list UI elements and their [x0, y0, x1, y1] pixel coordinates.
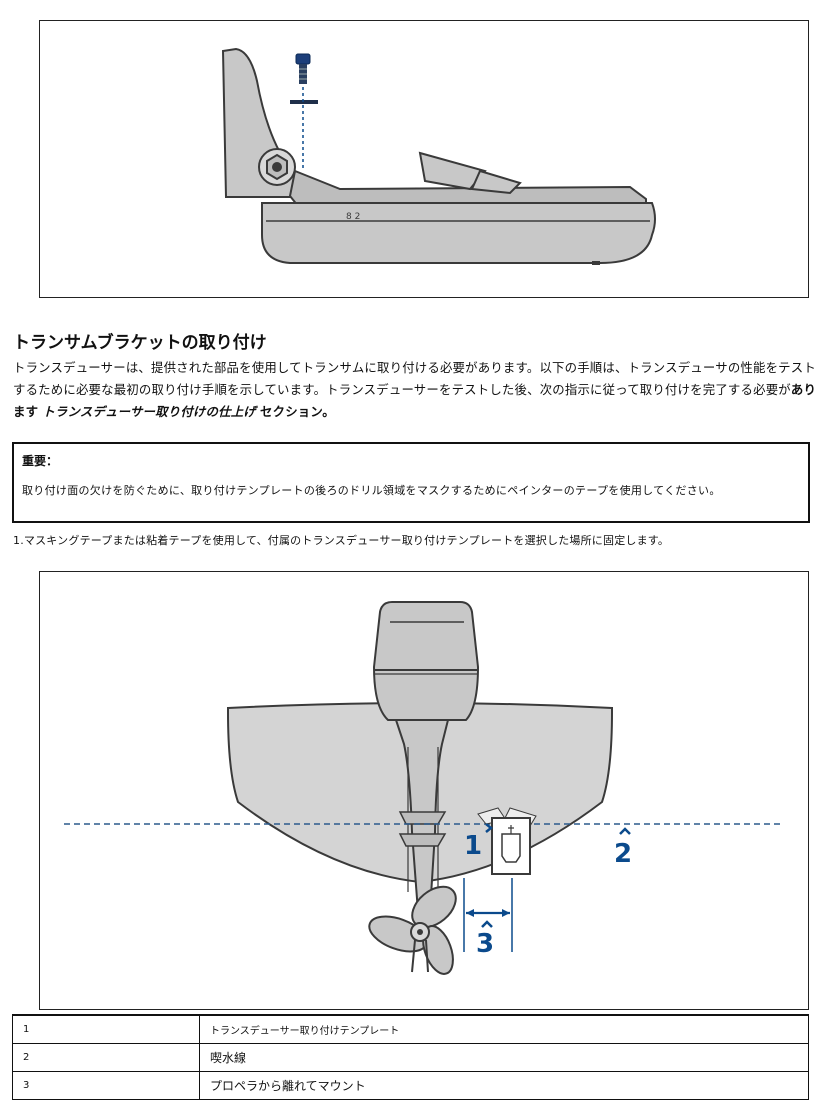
legend-desc: 喫水線	[199, 1043, 809, 1072]
section-title: トランサムブラケットの取り付け	[13, 333, 267, 353]
important-title: 重要：	[22, 454, 59, 468]
template-placement-figure: 1 2 3	[39, 571, 809, 1010]
legend-desc: トランスデューサー取り付けテンプレート	[199, 1014, 809, 1044]
callout-1: 1	[464, 831, 482, 861]
intro-text: トランスデューサーは、提供された部品を使用してトランサムに取り付ける必要がありま…	[13, 360, 816, 397]
intro-section-link: トランスデューサー取り付けの仕上げ	[42, 404, 256, 419]
table-row: 1 トランスデューサー取り付けテンプレート	[12, 1014, 809, 1044]
step-1-text: 1.マスキングテープまたは粘着テープを使用して、付属のトランスデューサー取り付け…	[13, 534, 670, 547]
legend-table: 1 トランスデューサー取り付けテンプレート 2 喫水線 3 プロペラから離れてマ…	[12, 1014, 809, 1100]
legend-num: 1	[12, 1014, 200, 1044]
intro-end: セクション。	[260, 404, 335, 419]
svg-text:8 2: 8 2	[346, 212, 360, 222]
intro-bold: あります	[13, 382, 817, 419]
washer-icon	[290, 100, 318, 104]
intro-paragraph: トランスデューサーは、提供された部品を使用してトランサムに取り付ける必要がありま…	[13, 357, 821, 423]
fin-front	[418, 151, 487, 191]
callout-3: 3	[476, 929, 494, 959]
important-note-box: 重要： 取り付け面の欠けを防ぐために、取り付けテンプレートの後ろのドリル領域をマ…	[12, 442, 810, 523]
propeller-icon	[368, 885, 457, 975]
legend-num: 2	[12, 1043, 200, 1072]
bolt-icon	[295, 53, 311, 84]
fin-rear	[470, 169, 522, 195]
table-row: 3 プロペラから離れてマウント	[12, 1071, 809, 1100]
transducer-side-figure: 8 2	[39, 20, 809, 298]
legend-num: 3	[12, 1071, 200, 1100]
transducer-body	[261, 202, 656, 264]
callout-2: 2	[614, 839, 632, 869]
important-text: 取り付け面の欠けを防ぐために、取り付けテンプレートの後ろのドリル領域をマスクする…	[22, 484, 721, 497]
table-row: 2 喫水線	[12, 1043, 809, 1072]
legend-desc: プロペラから離れてマウント	[199, 1071, 809, 1100]
transducer-side-illustration: 8 2	[221, 47, 656, 265]
outboard-cowling	[372, 601, 480, 721]
template-placement-illustration: 1 2 3	[64, 601, 784, 975]
